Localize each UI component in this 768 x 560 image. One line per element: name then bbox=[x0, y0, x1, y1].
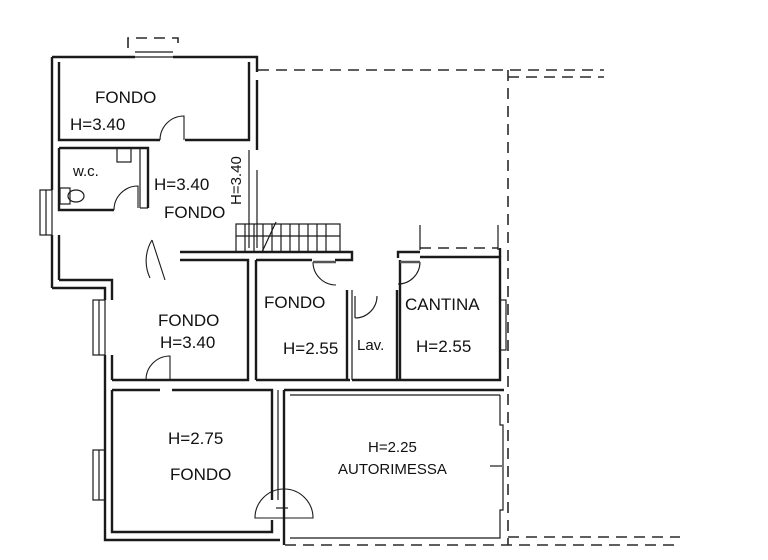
bathroom-fixtures bbox=[59, 147, 132, 205]
room-height: H=3.40 bbox=[70, 115, 125, 134]
room-labels: FONDO H=3.40 w.c. H=3.40 FONDO H=3.40 FO… bbox=[70, 88, 502, 484]
room-height: H=2.55 bbox=[283, 339, 338, 358]
toilet-tank-icon bbox=[59, 187, 71, 205]
room-name: AUTORIMESSA bbox=[338, 461, 447, 478]
room-name: FONDO bbox=[95, 88, 156, 107]
room-name: Lav. bbox=[357, 337, 384, 354]
room-height: H=3.40 bbox=[154, 175, 209, 194]
windows bbox=[39, 189, 507, 501]
doors bbox=[113, 115, 421, 519]
room-height: H=3.40 bbox=[160, 333, 215, 352]
toilet-icon bbox=[67, 189, 85, 203]
room-height: H=2.25 bbox=[368, 439, 417, 456]
walls bbox=[50, 51, 504, 545]
room-name: FONDO bbox=[170, 465, 231, 484]
room-name: FONDO bbox=[158, 311, 219, 330]
room-name: FONDO bbox=[164, 203, 225, 222]
boundary-dashed-lines bbox=[127, 37, 680, 546]
room-name: CANTINA bbox=[405, 295, 480, 314]
room-name: FONDO bbox=[264, 293, 325, 312]
room-height: H=2.75 bbox=[168, 429, 223, 448]
sink-icon bbox=[116, 147, 132, 163]
stairs bbox=[235, 221, 341, 253]
room-height: H=2.55 bbox=[416, 337, 471, 356]
room-name: w.c. bbox=[72, 163, 99, 180]
room-height-vertical: H=3.40 bbox=[228, 156, 245, 205]
